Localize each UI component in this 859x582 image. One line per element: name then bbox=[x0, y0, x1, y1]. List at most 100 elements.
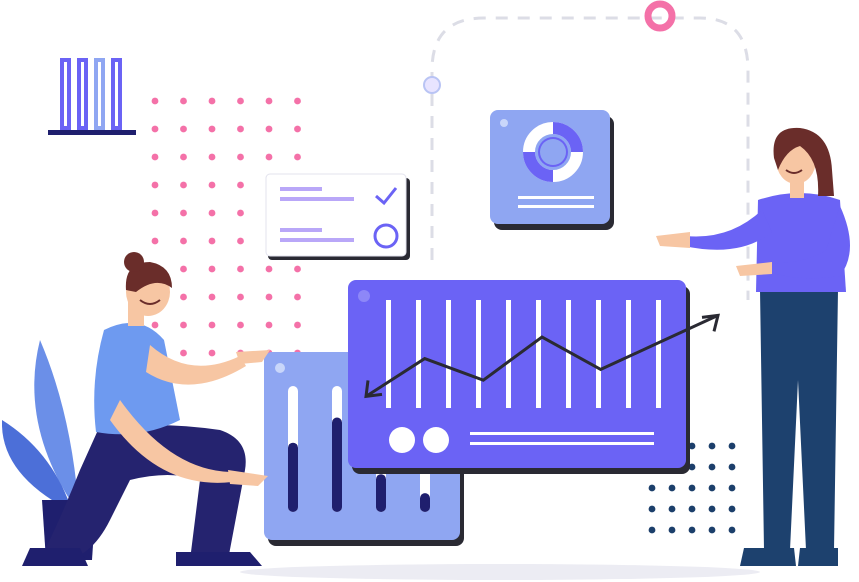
teal-dot bbox=[708, 526, 716, 534]
pink-dot bbox=[265, 321, 273, 329]
donut-chart-card bbox=[490, 110, 614, 230]
panel-bar bbox=[566, 300, 571, 408]
pink-dot bbox=[208, 349, 216, 357]
dashed-connector-path bbox=[430, 16, 750, 300]
pink-dot bbox=[294, 153, 301, 161]
trend-line bbox=[365, 314, 719, 398]
bar-fill bbox=[420, 493, 430, 512]
panel-bar bbox=[416, 300, 421, 408]
pink-dot bbox=[180, 209, 187, 217]
pink-ring-icon bbox=[644, 0, 676, 32]
pink-dot bbox=[237, 237, 244, 245]
pink-dot bbox=[180, 97, 187, 105]
pink-dot bbox=[237, 265, 244, 273]
bar-fill bbox=[288, 442, 298, 512]
pink-dot bbox=[237, 153, 244, 161]
pink-dot bbox=[237, 293, 244, 301]
teal-dot bbox=[668, 505, 676, 513]
panel-bar bbox=[506, 300, 511, 408]
pink-dot bbox=[151, 97, 159, 105]
pink-dot bbox=[294, 265, 301, 273]
teal-dot bbox=[688, 505, 696, 513]
panel-bar bbox=[656, 300, 661, 408]
legend-dot-2 bbox=[423, 427, 449, 453]
panel-bar bbox=[626, 300, 631, 408]
pink-dot bbox=[180, 181, 187, 189]
pink-dot bbox=[265, 265, 273, 273]
teal-dot bbox=[688, 463, 696, 471]
bar-fill bbox=[376, 474, 386, 512]
trend-line-chart bbox=[348, 280, 720, 474]
panel-bar bbox=[386, 300, 391, 408]
pink-dot bbox=[208, 97, 216, 105]
panel-bar bbox=[596, 300, 601, 408]
pink-dot bbox=[237, 209, 244, 217]
teal-dot bbox=[648, 505, 656, 513]
teal-dot bbox=[728, 442, 736, 450]
pink-dot bbox=[180, 237, 187, 245]
pink-dot bbox=[208, 209, 216, 217]
pink-dot bbox=[208, 321, 216, 329]
person-left-kneeling bbox=[22, 252, 270, 566]
person-right-standing bbox=[656, 127, 850, 566]
pink-dot bbox=[208, 237, 216, 245]
check-icon bbox=[375, 187, 398, 206]
panel-bar bbox=[446, 300, 451, 408]
pink-dot bbox=[294, 125, 301, 133]
teal-dot bbox=[708, 442, 716, 450]
pink-dot bbox=[294, 293, 301, 301]
teal-dot bbox=[668, 484, 676, 492]
legend-dot-1 bbox=[389, 427, 415, 453]
pink-dot bbox=[151, 153, 159, 161]
pink-dot bbox=[180, 265, 187, 273]
pink-dot bbox=[237, 97, 244, 105]
pink-dot bbox=[208, 265, 216, 273]
pink-dot bbox=[151, 181, 159, 189]
teal-dot bbox=[648, 484, 656, 492]
teal-dot bbox=[708, 463, 716, 471]
empty-circle-icon bbox=[373, 223, 399, 249]
bar-fill bbox=[332, 417, 342, 512]
teal-dot bbox=[728, 484, 736, 492]
lavender-dot-icon bbox=[423, 76, 441, 94]
pink-dot bbox=[180, 153, 187, 161]
ground-shadow bbox=[240, 564, 760, 580]
pink-dot bbox=[180, 293, 187, 301]
pink-dot bbox=[180, 349, 187, 357]
pink-dot bbox=[208, 153, 216, 161]
teal-dot bbox=[728, 526, 736, 534]
pink-dot bbox=[265, 97, 273, 105]
pink-dot bbox=[208, 125, 216, 133]
teal-dot bbox=[708, 484, 716, 492]
donut-chart-icon bbox=[523, 122, 583, 182]
teal-dot bbox=[668, 526, 676, 534]
arrow-head-start bbox=[364, 380, 383, 399]
pink-dot bbox=[237, 125, 244, 133]
pink-dot bbox=[265, 293, 273, 301]
pink-dot bbox=[237, 321, 244, 329]
panel-bar bbox=[536, 300, 541, 408]
teal-dot bbox=[688, 526, 696, 534]
panel-bar bbox=[476, 300, 481, 408]
teal-dot bbox=[728, 463, 736, 471]
pink-dot bbox=[294, 321, 301, 329]
pink-dot bbox=[294, 97, 301, 105]
teal-dot bbox=[688, 442, 696, 450]
teal-dot bbox=[728, 505, 736, 513]
pink-dot bbox=[265, 125, 273, 133]
teal-dot bbox=[688, 484, 696, 492]
pink-dot bbox=[180, 125, 187, 133]
pink-dot bbox=[208, 181, 216, 189]
pink-dot bbox=[180, 321, 187, 329]
pink-dot bbox=[237, 181, 244, 189]
pink-dot bbox=[208, 293, 216, 301]
teal-dot bbox=[708, 505, 716, 513]
teal-dot bbox=[648, 526, 656, 534]
arrow-head-end bbox=[701, 313, 720, 332]
pink-dot bbox=[151, 237, 159, 245]
checklist-card bbox=[265, 173, 410, 260]
pink-dot bbox=[265, 153, 273, 161]
pink-dot bbox=[151, 209, 159, 217]
pink-dot bbox=[151, 321, 159, 329]
